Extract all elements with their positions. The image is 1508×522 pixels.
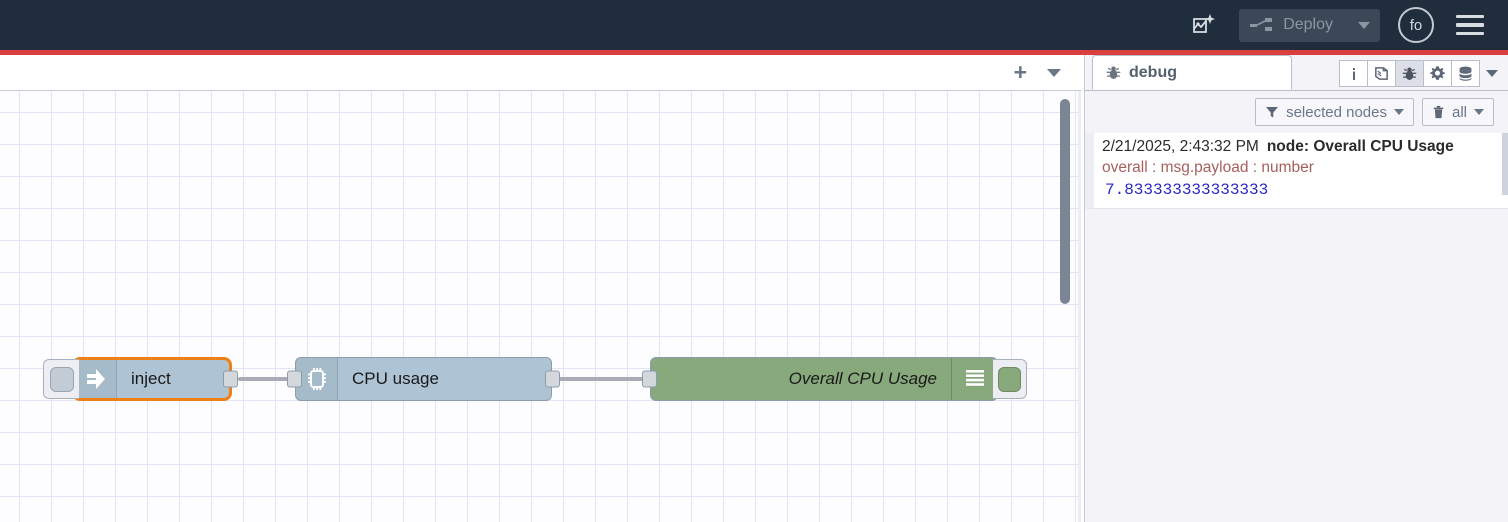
deploy-dropdown-caret[interactable]	[1346, 9, 1380, 42]
database-icon[interactable]	[1451, 60, 1480, 87]
debug-message-list[interactable]: 2/21/2025, 2:43:32 PM node: Overall CPU U…	[1085, 133, 1508, 486]
add-flow-button[interactable]: +	[1013, 59, 1027, 85]
bug-icon[interactable]	[1395, 60, 1424, 87]
chevron-down-icon	[1486, 70, 1498, 77]
chevron-down-icon	[1474, 109, 1484, 115]
sidebar-tools	[1339, 60, 1504, 87]
avatar[interactable]: fo	[1398, 7, 1434, 43]
filter-funnel-icon	[1266, 107, 1279, 118]
debug-node-filter-button[interactable]: selected nodes	[1255, 98, 1414, 126]
node-label-inject: inject	[131, 369, 171, 388]
app-header: Deploy fo	[0, 0, 1508, 50]
deploy-icon	[1250, 18, 1273, 31]
debug-lines-icon	[951, 358, 997, 400]
avatar-initials: fo	[1409, 16, 1423, 34]
deploy-button[interactable]: Deploy	[1239, 8, 1380, 42]
flow-node-inject[interactable]: inject	[43, 357, 238, 401]
debug-clear-button[interactable]: all	[1421, 98, 1494, 126]
debug-filter-row: selected nodes all	[1085, 91, 1508, 133]
inject-trigger-button[interactable]	[43, 359, 79, 399]
wire-inject-to-cpu[interactable]	[238, 377, 296, 381]
inject-trigger-button-inner	[49, 366, 74, 392]
canvas-vertical-scrollbar[interactable]	[1060, 99, 1070, 304]
debug-enable-toggle[interactable]	[993, 359, 1027, 399]
inject-arrow-icon	[75, 360, 117, 398]
wire-cpu-to-debug[interactable]	[552, 377, 648, 381]
unsaved-changes-bar	[0, 50, 1508, 55]
flow-list-dropdown[interactable]	[1041, 68, 1067, 77]
cpu-output-port[interactable]	[545, 370, 560, 388]
chevron-down-icon	[1357, 21, 1370, 29]
flow-canvas[interactable]: inject CPU usage	[0, 91, 1081, 522]
deploy-button-main[interactable]: Deploy	[1239, 9, 1346, 42]
book-icon[interactable]	[1367, 60, 1396, 87]
sidebar-tab-debug[interactable]: debug	[1092, 55, 1292, 90]
debug-node-filter-label: selected nodes	[1286, 103, 1387, 121]
debug-message-timestamp: 2/21/2025, 2:43:32 PM	[1102, 138, 1259, 155]
debug-message-node: node: Overall CPU Usage	[1266, 138, 1454, 155]
node-label-cpu-usage: CPU usage	[352, 369, 439, 388]
debug-message-property: overall : msg.payload : number	[1102, 159, 1314, 176]
sidebar-tools-dropdown[interactable]	[1480, 60, 1504, 87]
cpu-input-port[interactable]	[287, 370, 302, 388]
flow-node-debug[interactable]: Overall CPU Usage	[642, 357, 1027, 401]
debug-message-scrollbar[interactable]	[1502, 133, 1508, 195]
inject-output-port[interactable]	[223, 370, 238, 388]
debug-message-header: 2/21/2025, 2:43:32 PM node: Overall CPU U…	[1102, 138, 1498, 156]
workspace-tabbar: +	[0, 55, 1081, 91]
debug-message[interactable]: 2/21/2025, 2:43:32 PM node: Overall CPU U…	[1085, 133, 1508, 209]
cpu-chip-icon	[296, 358, 338, 400]
hamburger-menu-icon[interactable]	[1452, 11, 1488, 40]
sidebar-tab-label: debug	[1129, 63, 1177, 81]
info-icon[interactable]	[1339, 60, 1368, 87]
trash-icon	[1433, 105, 1444, 119]
flow-sparkle-icon[interactable]	[1187, 8, 1221, 42]
deploy-label: Deploy	[1283, 16, 1333, 33]
debug-clear-label: all	[1451, 103, 1467, 121]
debug-enable-toggle-inner	[998, 366, 1021, 392]
sidebar: debug	[1084, 55, 1508, 522]
sidebar-tabrow: debug	[1085, 55, 1508, 91]
bug-icon	[1106, 66, 1121, 79]
debug-message-value: 7.833333333333333	[1105, 181, 1269, 199]
header-actions: Deploy fo	[1187, 7, 1508, 43]
canvas-grid	[0, 91, 1081, 522]
flow-node-cpu-usage[interactable]: CPU usage	[287, 357, 560, 401]
debug-input-port[interactable]	[642, 370, 657, 388]
node-label-overall-cpu-usage: Overall CPU Usage	[788, 369, 937, 388]
tabbar-actions: +	[1008, 61, 1081, 84]
gear-icon[interactable]	[1423, 60, 1452, 87]
chevron-down-icon	[1047, 68, 1061, 77]
chevron-down-icon	[1393, 109, 1404, 115]
canvas-right-edge	[1078, 91, 1081, 522]
